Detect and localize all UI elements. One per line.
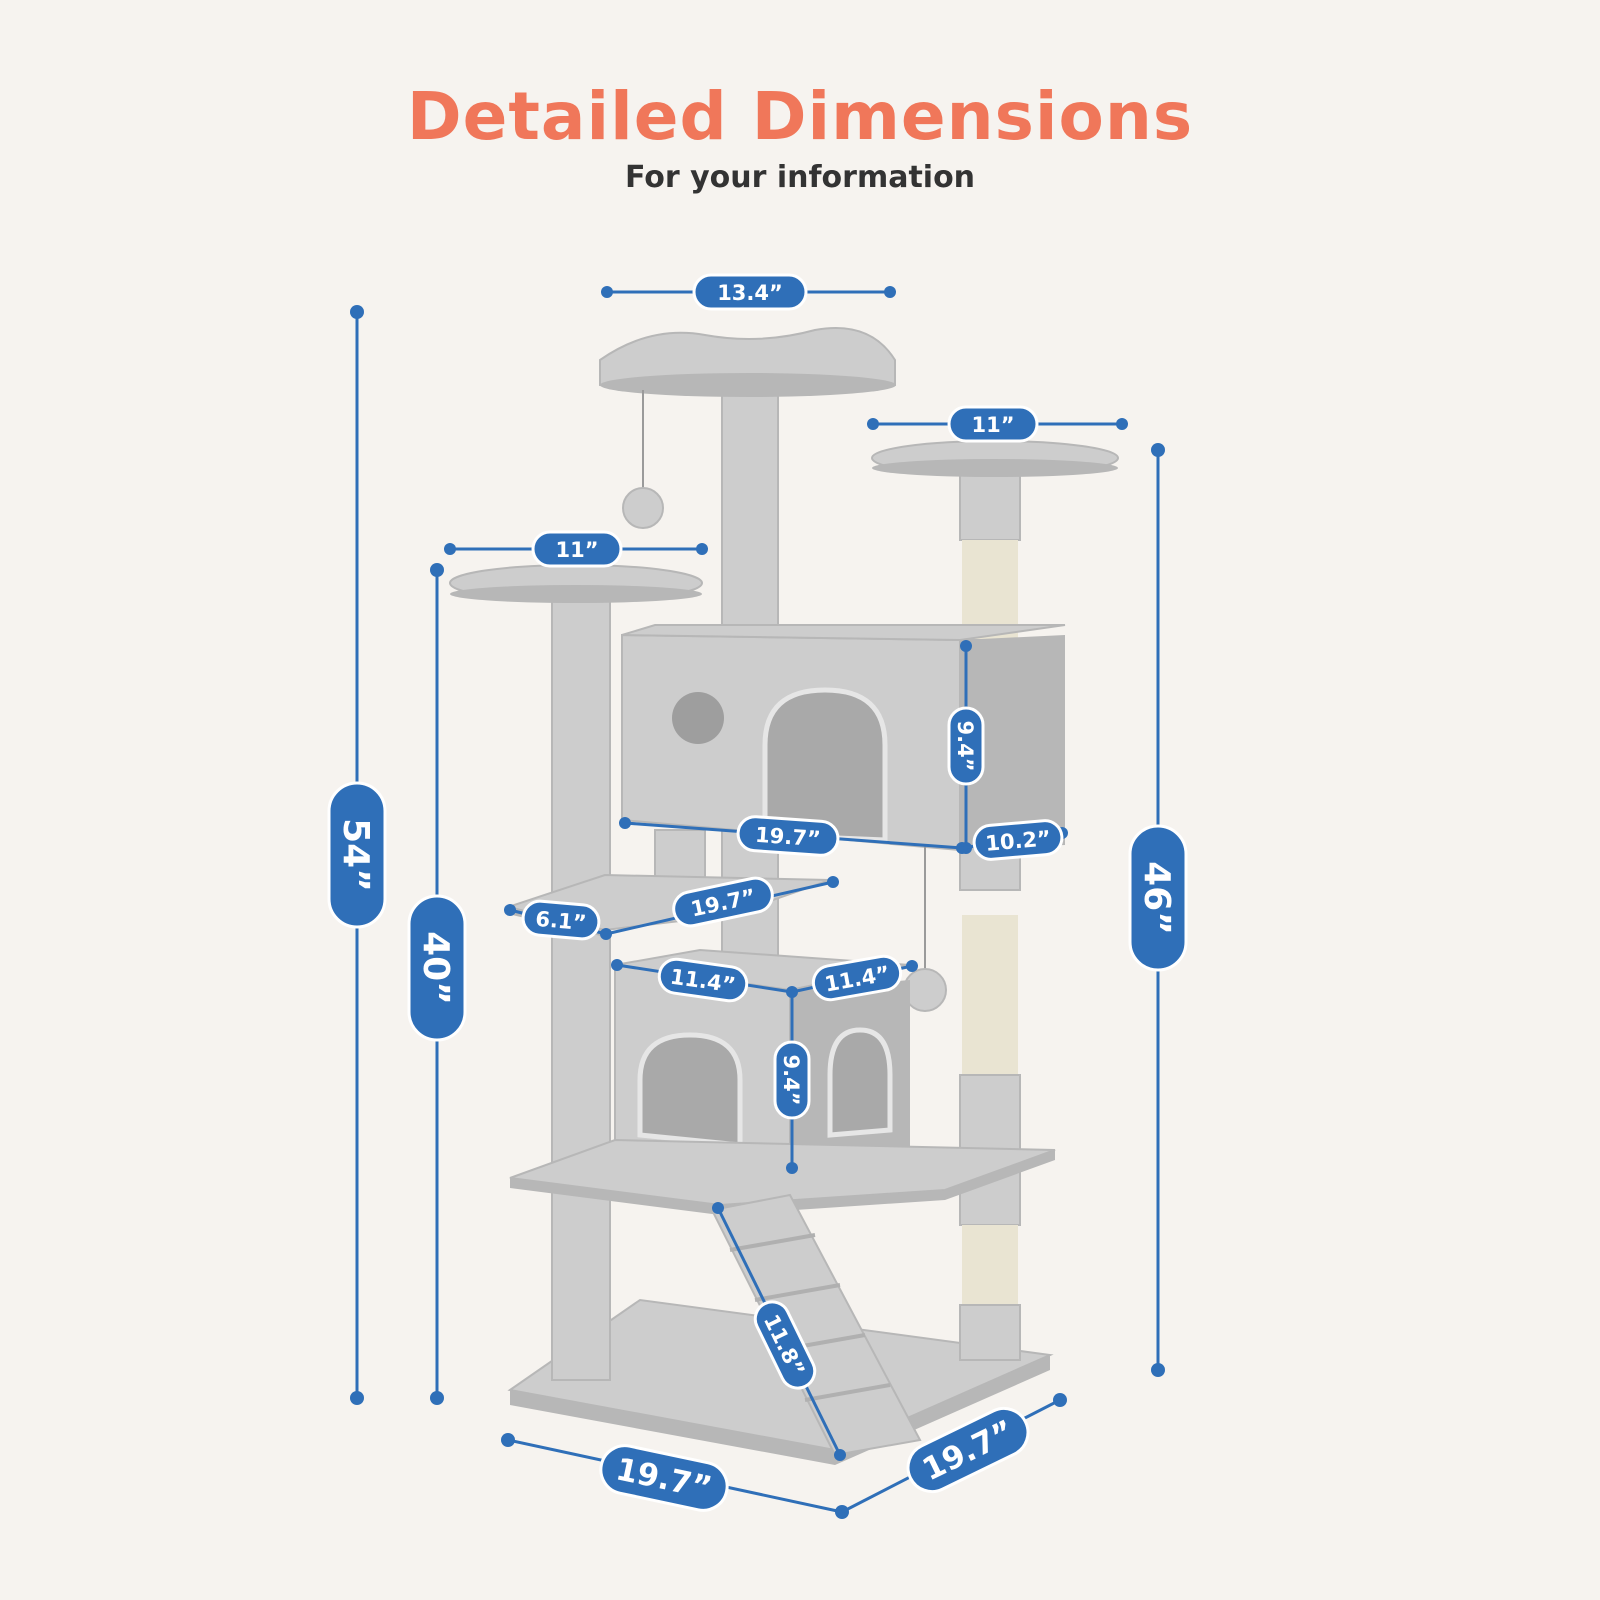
upper-condo-window (672, 692, 724, 744)
right-post (959, 469, 1021, 1361)
left-platform-width-text: 11” (555, 538, 598, 562)
lower-condo-door-right (827, 1027, 893, 1138)
overall-height-label: 54” (327, 781, 387, 929)
left-post (551, 594, 611, 1381)
lower-condo-height-text: 9.4” (779, 1054, 803, 1105)
right-height-text: 46” (1136, 861, 1177, 935)
upper-condo-door (762, 687, 888, 843)
left-height-label: 40” (407, 894, 467, 1042)
upper-condo-length-label: 19.7” (736, 815, 840, 857)
overall-height-text: 54” (335, 818, 376, 892)
cat-tree-illustration (449, 327, 1119, 1465)
mid-shelf-length-label: 19.7” (672, 876, 774, 928)
top-perch (599, 327, 896, 397)
top-perch-width-text: 13.4” (717, 281, 783, 305)
base-length-label: 19.7” (599, 1444, 729, 1512)
lower-condo-door-left (637, 1032, 743, 1148)
left-height-text: 40” (415, 931, 456, 1005)
right-platform-width-label: 11” (947, 405, 1039, 443)
left-platform-width-label: 11” (531, 530, 623, 568)
left-platform (449, 564, 703, 603)
mid-shelf-depth-text: 6.1” (534, 907, 587, 935)
toy-ball-top (622, 487, 664, 529)
lower-condo-depth-label: 11.4” (811, 954, 903, 1002)
page-subtitle: For your information (624, 160, 976, 195)
upper-condo-depth-label: 10.2” (972, 819, 1064, 861)
right-height-label: 46” (1128, 824, 1188, 972)
ramp (710, 1193, 922, 1457)
right-platform-width-text: 11” (971, 413, 1014, 437)
dimension-labels: 54” 40” 46” 13.4” 11” 11” 9.4” 1 (327, 273, 1188, 1512)
page-title: Detailed Dimensions (406, 78, 1194, 155)
upper-condo (621, 624, 1066, 852)
upper-condo-height-label: 9.4” (947, 706, 985, 786)
lower-condo-width-label: 11.4” (657, 957, 749, 1003)
toy-ball-lower (903, 968, 947, 1012)
upper-condo-length-text: 19.7” (754, 823, 821, 852)
right-platform (871, 440, 1119, 477)
lower-condo-height-label: 9.4” (773, 1040, 811, 1120)
center-post (721, 389, 779, 641)
upper-condo-depth-text: 10.2” (984, 826, 1051, 856)
upper-condo-height-text: 9.4” (953, 720, 977, 771)
mid-shelf-depth-label: 6.1” (521, 899, 601, 941)
top-perch-width-label: 13.4” (692, 273, 808, 311)
